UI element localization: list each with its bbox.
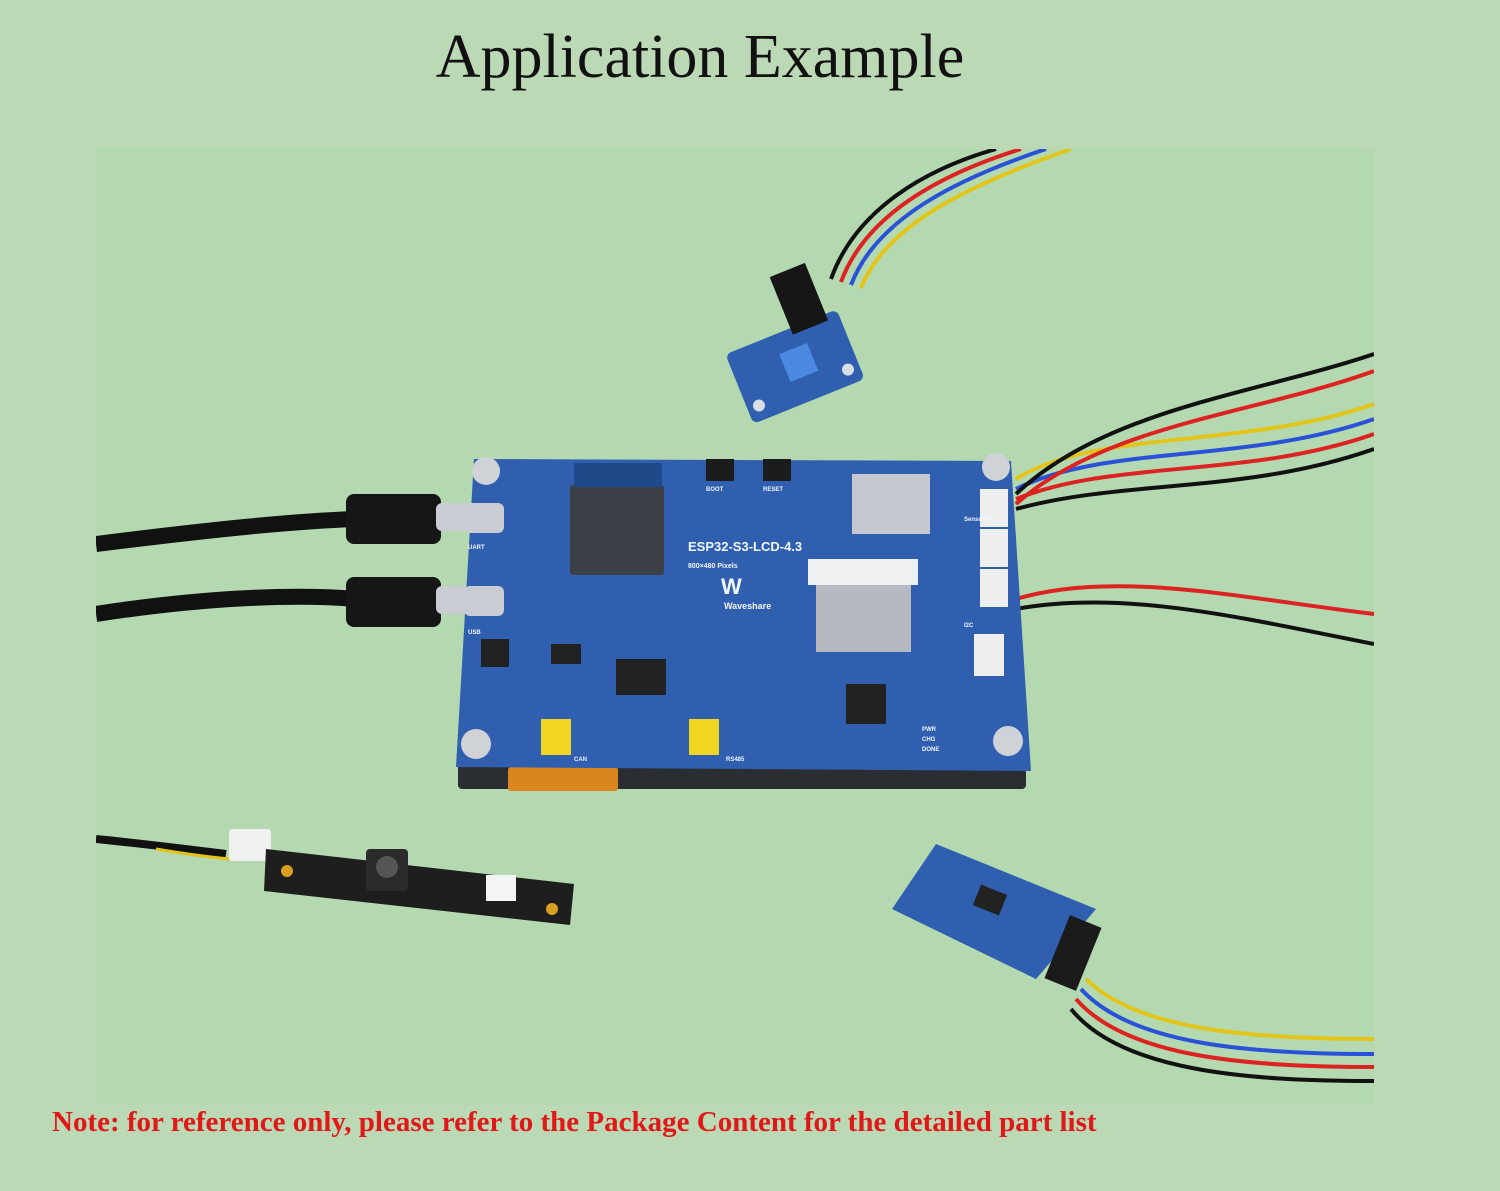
i2c-label: I2C: [964, 623, 974, 629]
top-sensor-module: [727, 262, 863, 423]
waveshare-logo-icon: W: [721, 574, 742, 599]
boot-label: BOOT: [706, 487, 724, 493]
chg-label: CHG: [922, 737, 936, 743]
reset-label: RESET: [763, 487, 783, 493]
rs485-label: RS485: [726, 757, 745, 763]
reference-note: Note: for reference only, please refer t…: [52, 1106, 1097, 1138]
main-board: ESP32-S3-LCD-4.3 800×480 Pixels W Wavesh…: [456, 453, 1031, 791]
done-label: DONE: [922, 747, 939, 753]
camera-module: [96, 829, 574, 925]
board-resolution-label: 800×480 Pixels: [688, 563, 738, 570]
board-brand-label: Waveshare: [724, 601, 771, 611]
product-illustration: ESP32-S3-LCD-4.3 800×480 Pixels W Wavesh…: [96, 149, 1374, 1083]
page-title: Application Example: [435, 23, 965, 91]
top-sensor-wires: [829, 149, 1072, 289]
usb-label: USB: [468, 630, 481, 636]
sensor-wires-right: [1014, 352, 1374, 646]
product-photo: ESP32-S3-LCD-4.3 800×480 Pixels W Wavesh…: [96, 149, 1374, 1105]
uart-label: UART: [468, 545, 485, 551]
pwr-label: PWR: [922, 727, 937, 733]
sensor-label: Sensor AD: [964, 517, 995, 523]
imu-sensor-module: [892, 844, 1374, 1083]
board-model-label: ESP32-S3-LCD-4.3: [688, 539, 802, 554]
can-label: CAN: [574, 757, 587, 763]
svg-text:W: W: [721, 574, 742, 599]
usb-cables: [96, 494, 476, 627]
